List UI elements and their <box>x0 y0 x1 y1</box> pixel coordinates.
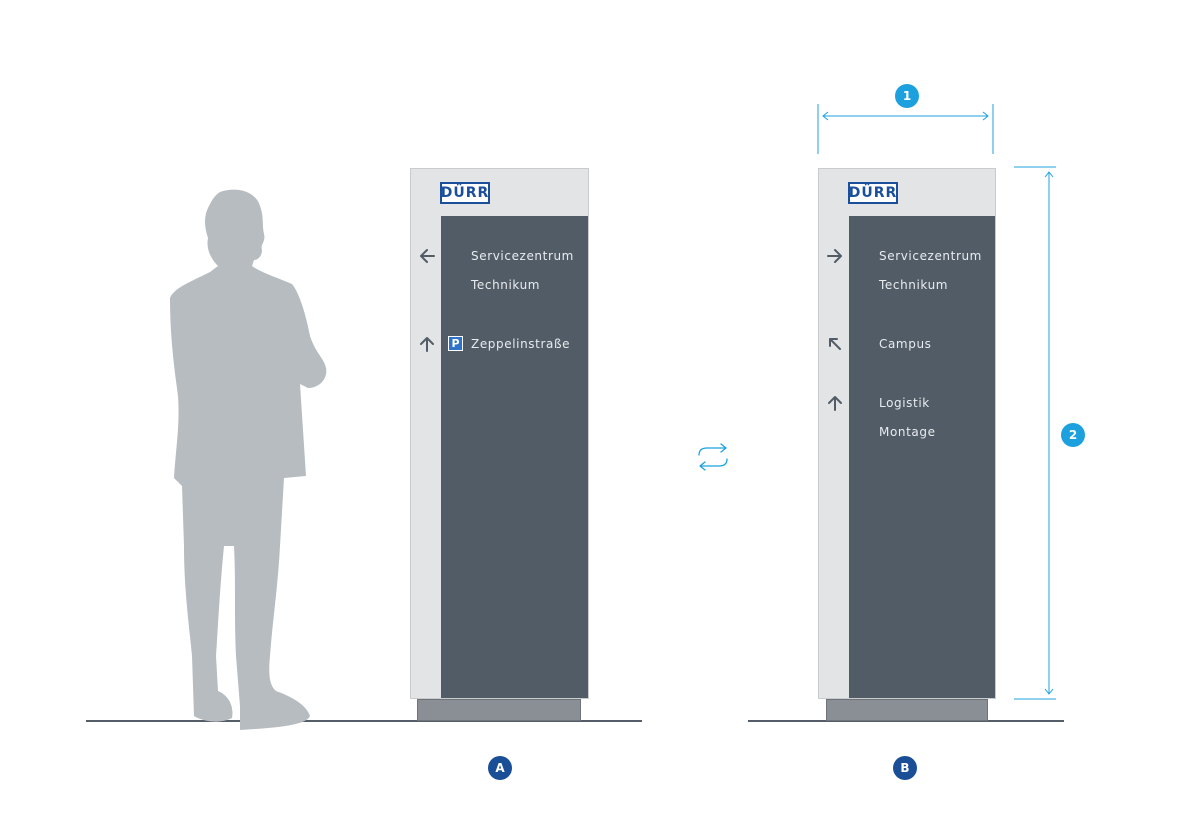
parking-icon: P <box>448 336 463 351</box>
height-dimension-badge: 2 <box>1061 423 1085 447</box>
ground-line-b <box>748 720 1064 722</box>
sign-b-panel <box>849 216 995 698</box>
sign-b-destination-montage: Montage <box>879 425 936 439</box>
swap-arrows-icon <box>698 443 728 471</box>
arrow-up-icon <box>420 337 434 352</box>
sign-b-logo: DÜRR <box>848 182 898 204</box>
sign-a-base <box>417 699 581 721</box>
sign-b-label-badge: B <box>893 756 917 780</box>
arrow-up-icon <box>828 396 842 411</box>
sign-b-destination-technikum: Technikum <box>879 278 949 292</box>
person-silhouette-icon <box>170 189 327 730</box>
sign-b-destination-logistik: Logistik <box>879 396 930 410</box>
arrow-left-icon <box>420 249 435 263</box>
sign-b-destination-campus: Campus <box>879 337 932 351</box>
ground-line-a <box>86 720 642 722</box>
height-dimension-line <box>1014 166 1056 700</box>
arrow-right-icon <box>827 249 842 263</box>
width-dimension-badge: 1 <box>895 84 919 108</box>
sign-a-panel <box>441 216 588 698</box>
width-dimension-line <box>817 104 994 154</box>
sign-a-label-badge: A <box>488 756 512 780</box>
sign-a-destination-technikum: Technikum <box>471 278 541 292</box>
sign-a-destination-zeppelinstrasse: Zeppelinstraße <box>471 337 571 351</box>
sign-b-base <box>826 699 988 721</box>
arrow-up-left-icon <box>829 338 841 350</box>
sign-a-logo: DÜRR <box>440 182 490 204</box>
sign-b-destination-servicezentrum: Servicezentrum <box>879 249 982 263</box>
sign-a-destination-servicezentrum: Servicezentrum <box>471 249 574 263</box>
